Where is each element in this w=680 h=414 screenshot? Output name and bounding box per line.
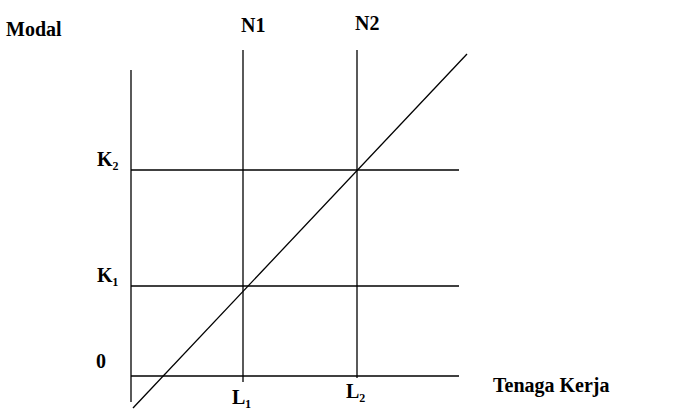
labor-level: L₂ bbox=[346, 380, 365, 403]
capital-axis bbox=[130, 70, 131, 402]
origin-label: 0 bbox=[96, 350, 106, 373]
k2-line bbox=[131, 169, 459, 170]
capital-level: K₁ bbox=[97, 264, 119, 287]
n1-line bbox=[242, 50, 243, 382]
isoquant-label: N2 bbox=[355, 12, 379, 35]
n2-line bbox=[356, 50, 357, 378]
axis-title: Modal bbox=[6, 18, 62, 41]
labor-axis bbox=[131, 375, 459, 376]
isoquant-label: N1 bbox=[241, 14, 265, 37]
labor-level: L₁ bbox=[232, 386, 251, 409]
axis-title: Tenaga Kerja bbox=[493, 374, 609, 397]
capital-level: K₂ bbox=[97, 148, 119, 171]
expansion-path bbox=[133, 54, 467, 408]
k1-line bbox=[131, 285, 459, 286]
